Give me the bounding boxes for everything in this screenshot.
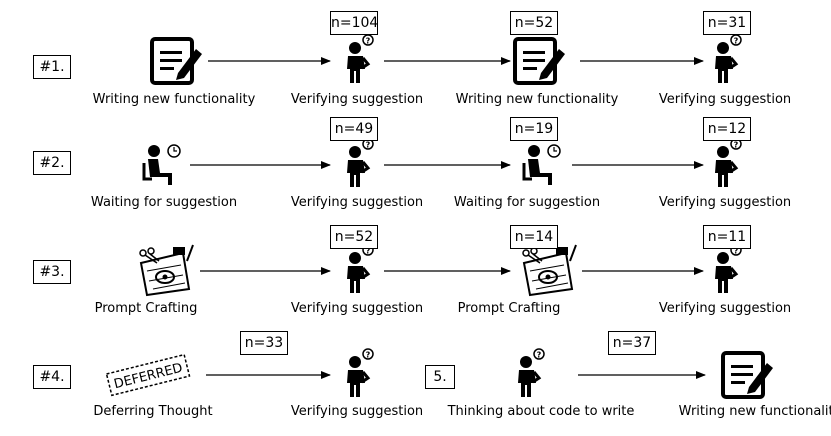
svg-text:?: ? — [537, 351, 542, 360]
person-sitting-clock-icon — [142, 144, 181, 185]
row-1-node-3-label: Writing new functionality — [455, 92, 619, 107]
row-3-label: #3. — [33, 260, 71, 284]
row-4-count-1: n=33 — [240, 331, 288, 355]
person-question-icon: ? — [347, 34, 374, 83]
svg-text:?: ? — [366, 351, 371, 360]
row-1-count-1: n=104 — [330, 11, 378, 35]
row-3-count-1: n=52 — [330, 225, 378, 249]
svg-text:?: ? — [366, 141, 371, 150]
row-5-node-2-label: Writing new functionality — [678, 404, 831, 419]
person-question-icon: ? — [347, 138, 374, 187]
svg-text:?: ? — [366, 247, 371, 256]
row-2-label: #2. — [33, 151, 71, 175]
person-question-icon: ? — [715, 138, 742, 187]
row-2-node-3-label: Waiting for suggestion — [453, 195, 601, 210]
person-question-icon: ? — [715, 34, 742, 83]
deferred-stamp-icon: DEFERRED — [105, 353, 191, 397]
person-question-icon: ? — [347, 348, 374, 397]
person-sitting-clock-icon — [522, 144, 561, 185]
row-1-node-1-label: Writing new functionality — [92, 92, 256, 107]
row-2-count-1: n=49 — [330, 117, 378, 141]
svg-text:?: ? — [734, 247, 739, 256]
row-2-node-1-label: Waiting for suggestion — [90, 195, 238, 210]
row-4-node-1-label: Deferring Thought — [93, 404, 213, 419]
scissors-paper-collage-icon — [522, 244, 577, 297]
document-pencil-icon — [721, 351, 773, 399]
row-1-node-4-label: Verifying suggestion — [658, 92, 792, 107]
scissors-paper-collage-icon — [139, 244, 194, 297]
document-pencil-icon — [150, 37, 202, 85]
row-3-node-1-label: Prompt Crafting — [94, 301, 198, 316]
svg-text:?: ? — [366, 37, 371, 46]
svg-text:?: ? — [734, 37, 739, 46]
row-1-label: #1. — [33, 55, 71, 79]
row-1-count-3: n=31 — [703, 11, 751, 35]
row-3-node-3-label: Prompt Crafting — [457, 301, 561, 316]
svg-text:?: ? — [734, 141, 739, 150]
row-2-node-4-label: Verifying suggestion — [658, 195, 792, 210]
row-2-count-2: n=19 — [510, 117, 558, 141]
row-4-node-2-label: Verifying suggestion — [290, 404, 424, 419]
row-5-count-1: n=37 — [608, 331, 656, 355]
document-pencil-icon — [513, 37, 565, 85]
person-question-icon: ? — [715, 244, 742, 293]
row-5-label: 5. — [425, 365, 455, 389]
row-3-count-2: n=14 — [510, 225, 558, 249]
person-question-icon: ? — [347, 244, 374, 293]
person-question-icon: ? — [518, 348, 545, 397]
row-1-node-2-label: Verifying suggestion — [290, 92, 424, 107]
row-2-node-2-label: Verifying suggestion — [290, 195, 424, 210]
row-5-node-1-label: Thinking about code to write — [447, 404, 635, 419]
row-3-node-2-label: Verifying suggestion — [290, 301, 424, 316]
row-3-node-4-label: Verifying suggestion — [658, 301, 792, 316]
row-1-count-2: n=52 — [510, 11, 558, 35]
row-4-label: #4. — [33, 365, 71, 389]
row-2-count-3: n=12 — [703, 117, 751, 141]
row-3-count-3: n=11 — [703, 225, 751, 249]
